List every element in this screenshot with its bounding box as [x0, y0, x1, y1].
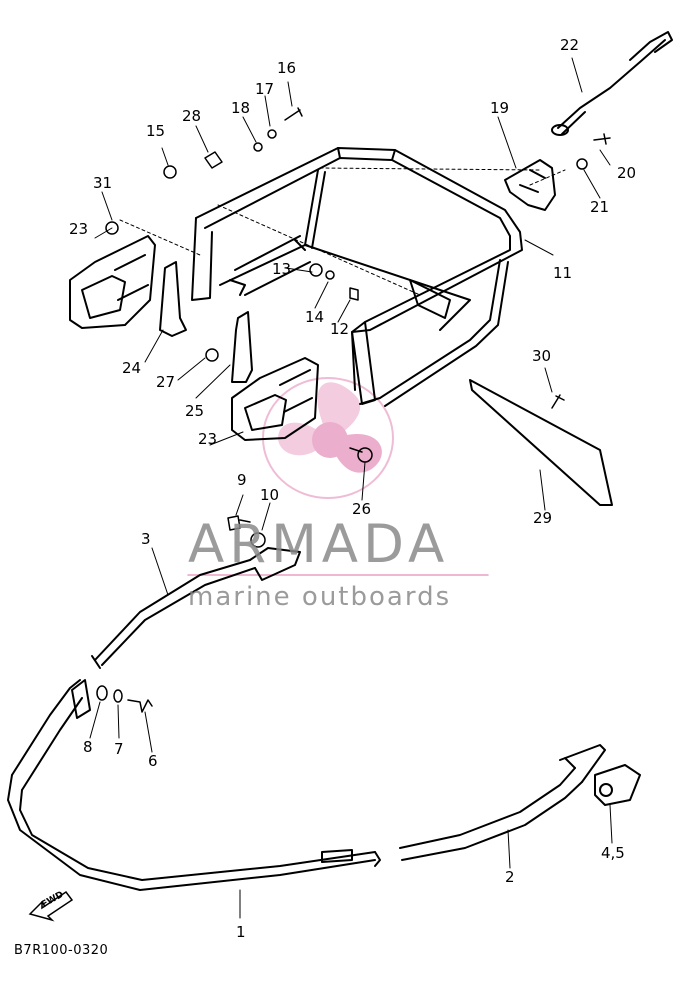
part-number-14: 14: [305, 308, 325, 326]
diagram-code: B7R100-0320: [14, 943, 109, 958]
grab-bar-1: [7, 679, 381, 891]
leader-lines: [89, 57, 613, 919]
part-number-6: 6: [148, 752, 158, 770]
part-number-24: 24: [122, 359, 142, 377]
part-number-11: 11: [553, 264, 573, 282]
bar-2: [399, 744, 641, 861]
part-number-18: 18: [231, 99, 251, 117]
upper-frame-11: [119, 147, 566, 407]
propeller-watermark-icon: [278, 382, 382, 473]
part-number-23-right: 23: [198, 430, 218, 448]
part-number-19: 19: [490, 99, 510, 117]
bracket-23-left: [69, 235, 156, 329]
hook-19: [504, 159, 556, 211]
part-number-7: 7: [114, 740, 124, 758]
part-number-10: 10: [260, 486, 280, 504]
part-number-2: 2: [505, 868, 515, 886]
part-number-20: 20: [617, 164, 637, 182]
part-number-28: 28: [182, 107, 202, 125]
small-parts: [96, 515, 266, 713]
part-number-27: 27: [156, 373, 176, 391]
plate-29: [469, 379, 613, 506]
part-number-29: 29: [533, 509, 553, 527]
part-number-13: 13: [272, 260, 292, 278]
part-number-31: 31: [93, 174, 113, 192]
brace-25: [231, 311, 253, 383]
watermark-tagline: marine outboards: [188, 582, 452, 612]
propeller-ring: [262, 377, 394, 499]
bracket-23-right: [231, 357, 319, 441]
part-number-26: 26: [352, 500, 372, 518]
forward-arrow-icon: [28, 890, 74, 922]
part-number-8: 8: [83, 738, 93, 756]
cable-22: [551, 31, 673, 136]
part-number-12: 12: [330, 320, 350, 338]
part-number-9: 9: [237, 471, 247, 489]
bar-3: [91, 547, 301, 669]
part-number-4-5: 4,5: [601, 844, 625, 862]
part-number-3: 3: [141, 530, 151, 548]
watermark-brand: ARMADA: [188, 514, 450, 575]
part-number-23-left: 23: [69, 220, 89, 238]
part-number-25: 25: [185, 402, 205, 420]
part-number-30: 30: [532, 347, 552, 365]
part-number-22: 22: [560, 36, 580, 54]
part-number-17: 17: [255, 80, 275, 98]
part-number-21: 21: [590, 198, 610, 216]
part-number-15: 15: [146, 122, 166, 140]
part-number-16: 16: [277, 59, 297, 77]
part-number-1: 1: [236, 923, 246, 941]
brace-24: [159, 261, 187, 337]
